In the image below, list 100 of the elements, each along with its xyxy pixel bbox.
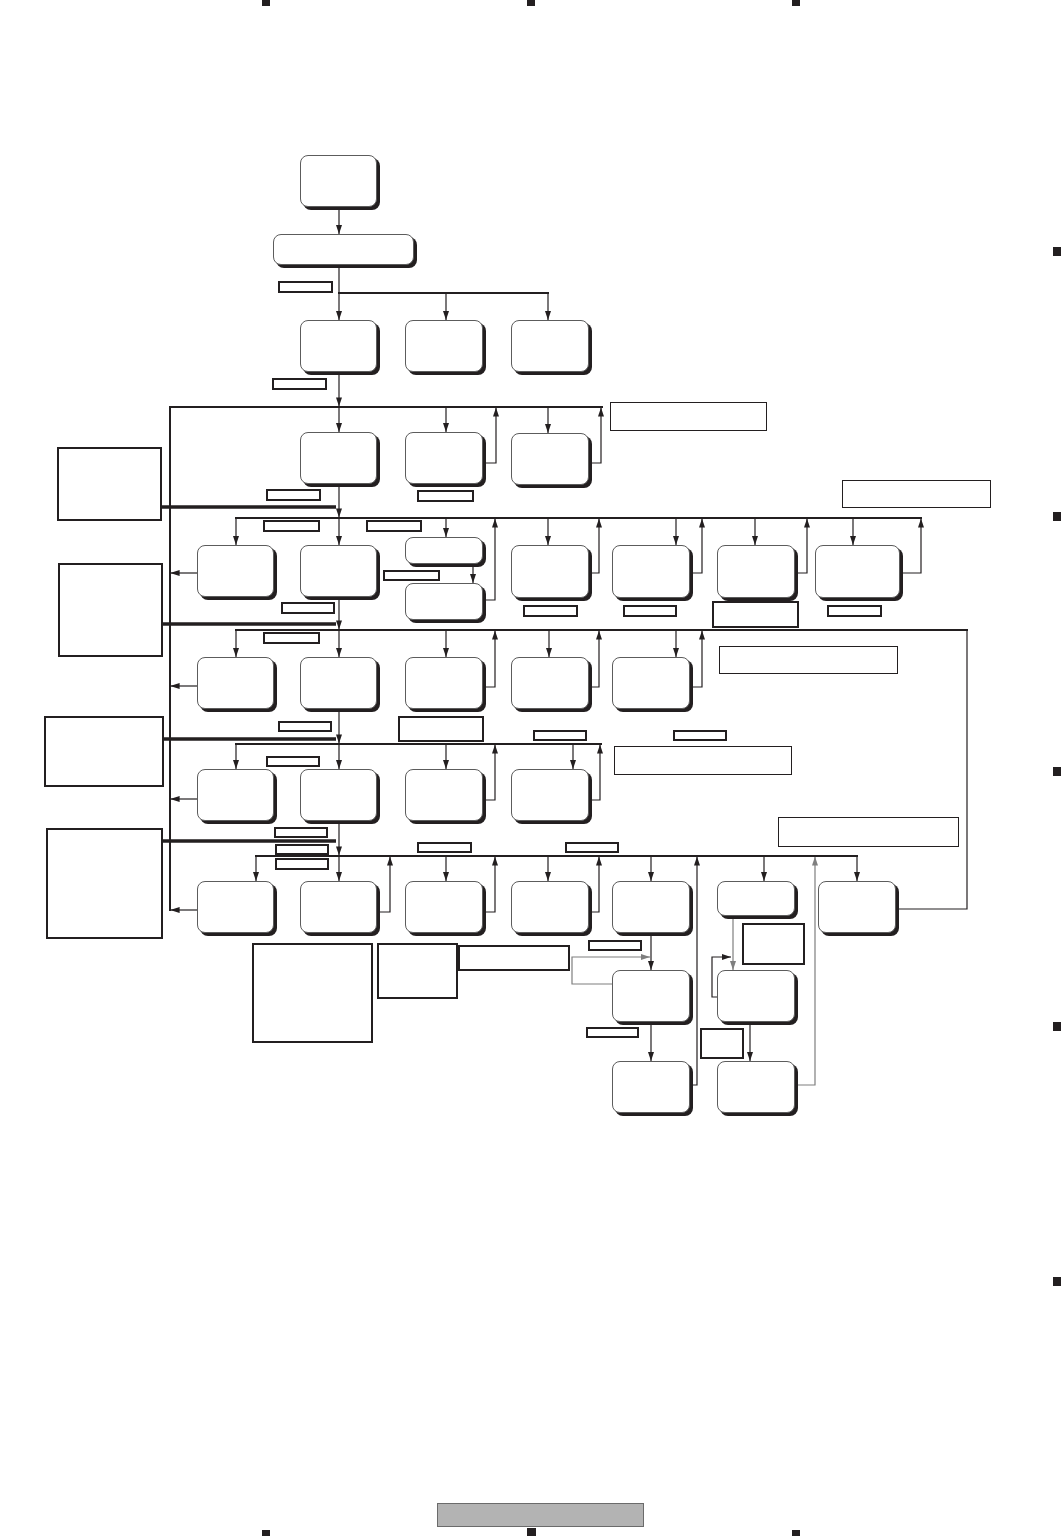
label-box [263,632,320,644]
arrow [591,630,602,688]
label-box [417,842,472,853]
arrow [546,630,552,658]
label-box [275,858,329,870]
arrow [336,856,342,882]
arrow [673,630,679,658]
arrow [443,407,449,433]
arrow [485,407,499,464]
process-box [511,545,592,601]
label-box [278,281,333,293]
bus-line [255,855,858,857]
leader-line [163,622,336,626]
note-box [46,828,163,939]
arrow [673,518,679,546]
process-box [612,657,693,712]
arrow [485,518,498,601]
process-box [405,583,486,623]
note-box [44,716,164,787]
arrow [485,856,498,913]
process-box [273,234,417,268]
arrow [648,935,654,971]
arrow [233,518,239,546]
process-box [405,657,486,712]
note-box [398,716,484,742]
label-box [281,602,335,614]
arrow [379,856,393,913]
arrow [902,518,924,574]
arrow [692,630,705,688]
arrow [570,744,576,770]
arrow [648,856,654,882]
note-box [610,402,767,431]
process-box [405,432,486,487]
note-box [57,447,162,521]
process-box [818,881,899,936]
process-box [612,545,693,601]
note-box [58,563,163,657]
note-box [719,646,898,674]
process-box [511,657,592,712]
leader-line [163,839,336,843]
label-box [275,844,329,855]
process-box [405,537,486,567]
arrow [336,407,342,433]
arrow [692,518,705,574]
arrow [443,744,449,770]
arrow [545,856,551,882]
label-box [383,570,440,581]
arrow [545,293,551,321]
label-box [533,730,587,741]
note-box [778,817,959,847]
process-box [197,545,277,600]
process-box [197,769,277,824]
arrow [752,518,758,546]
arrow [591,744,603,801]
arrow [730,918,736,971]
process-box [511,881,592,936]
arrow [591,856,602,913]
arrow [545,518,551,546]
process-box [197,657,277,712]
process-box [511,769,592,824]
bus-line [235,629,968,631]
process-box [717,1061,798,1116]
note-box [458,945,570,971]
process-box [717,970,798,1025]
process-box [511,320,592,375]
arrow [336,744,342,770]
arrow [747,1024,753,1062]
arrow [336,599,342,630]
label-box [623,605,677,617]
arrow [545,407,551,434]
arrow [253,856,259,882]
arrow [233,744,239,770]
arrow [170,570,198,576]
process-box [300,432,380,487]
process-box [300,657,380,712]
process-box [612,881,693,936]
arrow [591,407,604,464]
label-box [673,730,727,741]
arrow [233,630,239,658]
arrow [336,293,342,321]
arrow [170,683,198,689]
arrow [336,518,342,546]
arrow [571,954,651,985]
note-box [614,746,792,775]
process-box [717,881,798,919]
note-box [377,943,458,999]
bus-line [338,292,549,294]
arrow [591,518,602,574]
arrow [443,518,449,538]
label-box [827,605,882,617]
footer-bar [437,1503,644,1527]
arrow [761,856,767,882]
bus-line [169,406,171,911]
arrow [797,518,810,574]
process-box [300,155,380,210]
note-box [712,601,799,628]
label-box [274,827,328,838]
process-box [300,769,380,824]
arrow [443,293,449,321]
note-box [742,923,805,965]
